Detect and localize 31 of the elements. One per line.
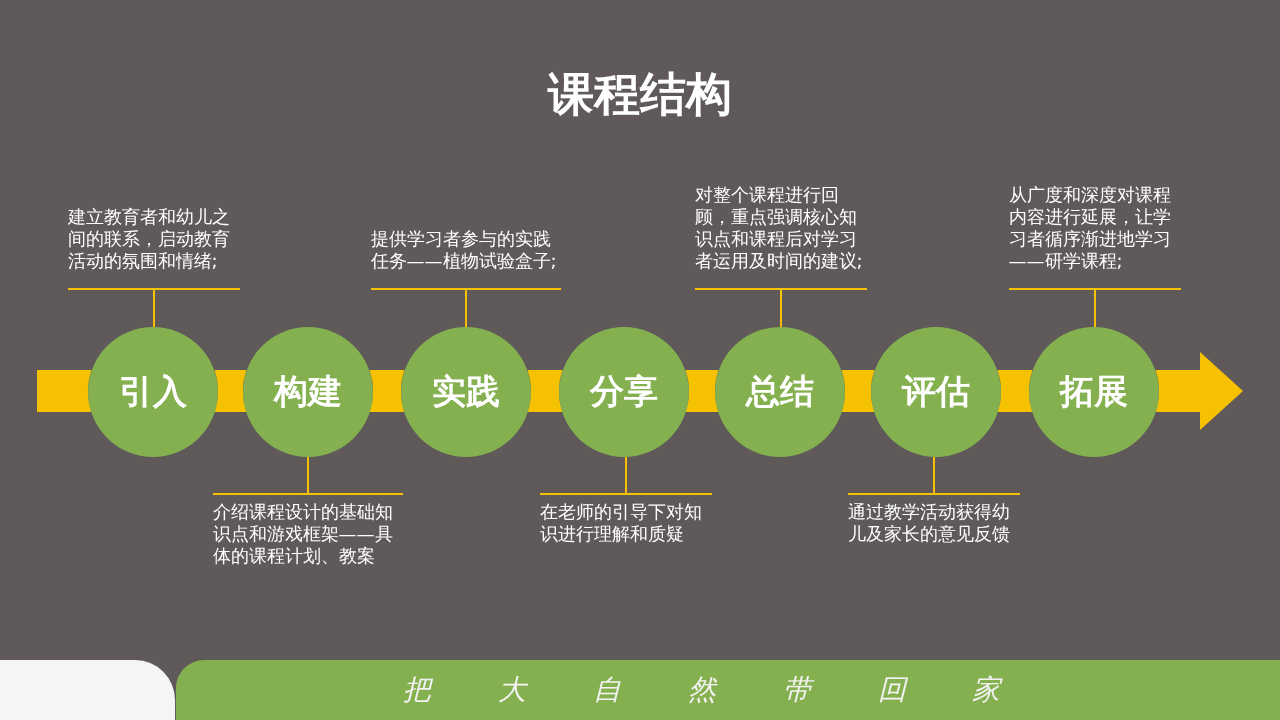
timeline-band: [841, 370, 875, 412]
timeline-band: [214, 370, 247, 412]
step-circle: 分享: [559, 327, 689, 457]
connector-line: [625, 455, 627, 494]
timeline-band: [685, 370, 719, 412]
step-circle: 评估: [871, 327, 1001, 457]
timeline-arrow: [1155, 352, 1243, 430]
step-circle: 引入: [88, 327, 218, 457]
footer-band: 把 大 自 然 带 回 家: [176, 660, 1280, 720]
step-circle: 实践: [401, 327, 531, 457]
step-description: 通过教学活动获得幼儿及家长的意见反馈: [847, 493, 1021, 545]
slide-title: 课程结构: [548, 66, 732, 122]
timeline-band: [37, 370, 92, 412]
connector-line: [780, 289, 782, 328]
step-circle: 拓展: [1029, 327, 1159, 457]
timeline-band: [527, 370, 563, 412]
step-circle: 构建: [243, 327, 373, 457]
connector-line: [307, 456, 309, 494]
step-description: 介绍课程设计的基础知识点和游戏框架——具体的课程计划、教案: [212, 493, 404, 567]
timeline-band: [369, 370, 405, 412]
connector-line: [153, 289, 155, 328]
connector-line: [933, 455, 935, 494]
step-description: 在老师的引导下对知识进行理解和质疑: [539, 493, 713, 545]
step-description: 对整个课程进行回顾，重点强调核心知识点和课程后对学习者运用及时间的建议;: [694, 184, 868, 290]
step-description: 从广度和深度对课程内容进行延展，让学习者循序渐进地学习——研学课程;: [1008, 184, 1182, 290]
connector-line: [465, 289, 467, 328]
connector-line: [1094, 289, 1096, 328]
timeline-band: [997, 370, 1033, 412]
step-description: 建立教育者和幼儿之间的联系，启动教育活动的氛围和情绪;: [67, 206, 241, 290]
step-circle: 总结: [715, 327, 845, 457]
step-description: 提供学习者参与的实践任务——植物试验盒子;: [370, 228, 562, 290]
